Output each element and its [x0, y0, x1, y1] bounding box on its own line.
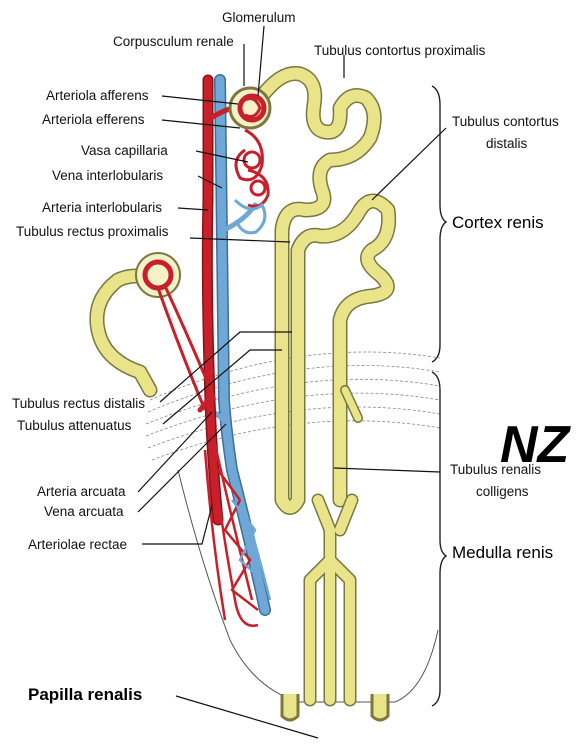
vasa-capillaria — [236, 130, 268, 206]
glomerulum — [230, 88, 270, 128]
label-arteria-interlobularis: Arteria interlobularis — [42, 200, 162, 215]
label-tubulus-rectus-distalis: Tubulus rectus distalis — [12, 396, 145, 411]
label-glomerulum: Glomerulum — [222, 10, 296, 25]
label-papilla-renalis: Papilla renalis — [28, 685, 142, 704]
label-tubulus-attenuatus: Tubulus attenuatus — [17, 418, 132, 433]
watermark: NZ — [500, 416, 572, 474]
label-medulla-renis: Medulla renis — [452, 543, 553, 562]
lower-nephron-tubule — [97, 253, 180, 390]
label-vena-arcuata: Vena arcuata — [44, 504, 124, 519]
main-nephron-tubule — [262, 73, 389, 507]
label-arteriola-efferens: Arteriola efferens — [42, 112, 145, 127]
label-tubulus-rectus-proximalis: Tubulus rectus proximalis — [16, 224, 169, 239]
label-arteriola-afferens: Arteriola afferens — [46, 88, 149, 103]
label-corpusculum-renale: Corpusculum renale — [113, 34, 234, 49]
collecting-duct — [282, 500, 388, 720]
label-arteria-arcuata: Arteria arcuata — [37, 484, 126, 499]
label-vasa-capillaria: Vasa capillaria — [81, 143, 168, 158]
label-tubulus-contortus-proximalis: Tubulus contortus proximalis — [314, 43, 486, 58]
label-cortex-renis: Cortex renis — [452, 213, 544, 232]
label-tubulus-contortus-distalis-1: Tubulus contortus — [452, 114, 559, 129]
label-tubulus-contortus-distalis-2: distalis — [486, 136, 528, 151]
label-arteriolae-rectae: Arteriolae rectae — [28, 537, 127, 552]
zone-braces — [432, 86, 446, 706]
label-vena-interlobularis: Vena interlobularis — [52, 168, 163, 183]
label-tubulus-renalis-colligens-2: colligens — [476, 484, 529, 499]
